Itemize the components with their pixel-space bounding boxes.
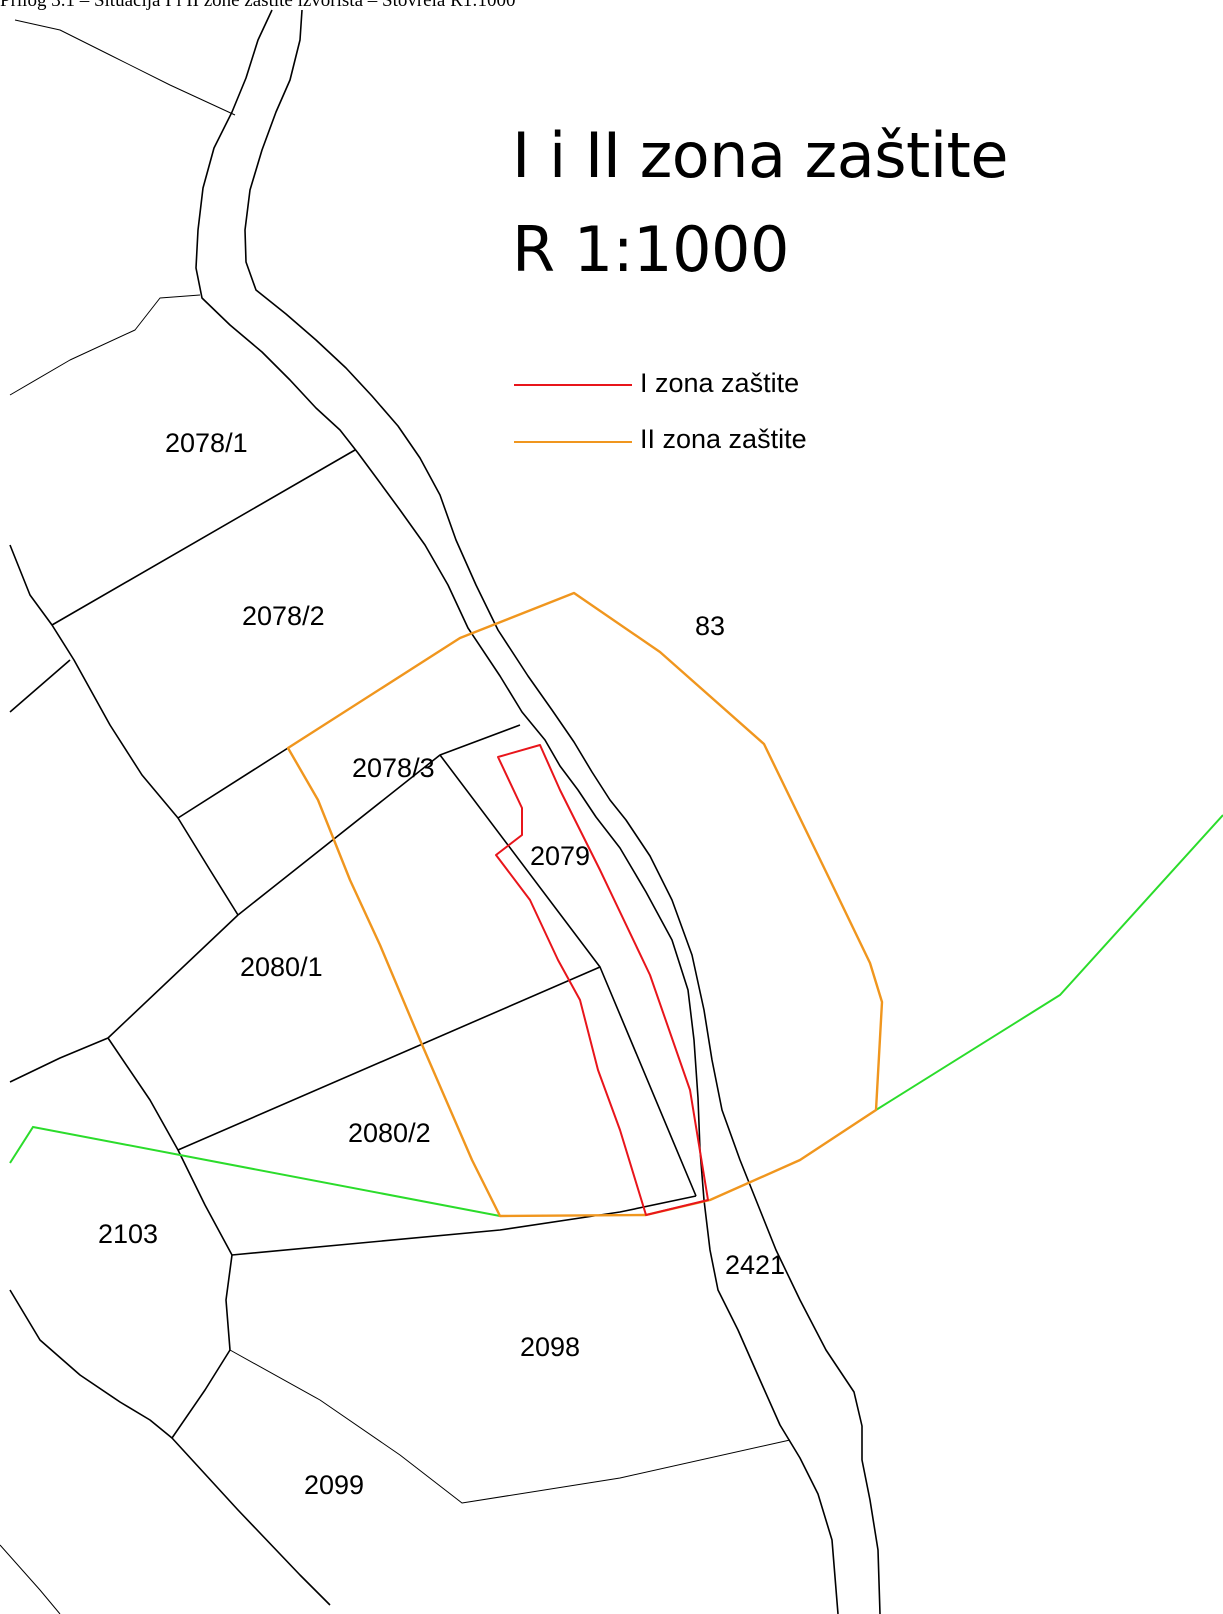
parcel-label: 2099	[304, 1470, 365, 1500]
parcel-label: 2078/1	[165, 428, 248, 458]
legend-label-zone-1: I zona zaštite	[640, 368, 800, 398]
parcel-label: 2079	[530, 841, 591, 871]
parcel-label: 2080/1	[240, 952, 323, 982]
map-scale: R 1:1000	[512, 213, 789, 286]
parcel-label: 83	[695, 611, 726, 641]
document-caption: Prilog 3.1 – Situacija I i II zone zašti…	[0, 0, 516, 11]
parcel-line	[9, 659, 71, 713]
parcel-label: 2080/2	[348, 1118, 431, 1148]
parcel-label: 2078/2	[242, 601, 325, 631]
road-right-edge	[244, 9, 881, 1614]
zone-1-polygon	[495, 744, 709, 1216]
parcel-line	[0, 1544, 61, 1614]
parcel-line	[231, 1195, 697, 1256]
parcel-line	[51, 449, 356, 626]
parcel-line	[177, 966, 601, 1151]
parcel-label: 2078/3	[352, 753, 435, 783]
green-boundary-line	[9, 1125, 501, 1217]
parcel-line	[14, 19, 236, 116]
parcel-line	[229, 1349, 791, 1504]
parcel-line	[9, 1289, 173, 1439]
parcel-line	[107, 914, 239, 1039]
zone-2-polygon	[286, 591, 884, 1218]
parcel-line	[9, 1037, 109, 1083]
parcel-line	[225, 1254, 233, 1351]
legend-label-zone-2: II zona zaštite	[640, 424, 807, 454]
parcel-label: 2103	[98, 1219, 159, 1249]
road-left-edge	[195, 9, 839, 1614]
parcel-line	[9, 544, 239, 916]
parcel-line	[177, 747, 289, 819]
map-title: I i II zona zaštite	[512, 119, 1009, 192]
green-boundary-line	[875, 814, 1223, 1111]
parcel-label: 2098	[520, 1332, 581, 1362]
cadastre-lines	[0, 9, 881, 1614]
parcel-line	[439, 754, 697, 1197]
parcel-line	[171, 1349, 331, 1606]
parcel-label: 2421	[725, 1250, 786, 1280]
parcel-line	[9, 294, 201, 396]
